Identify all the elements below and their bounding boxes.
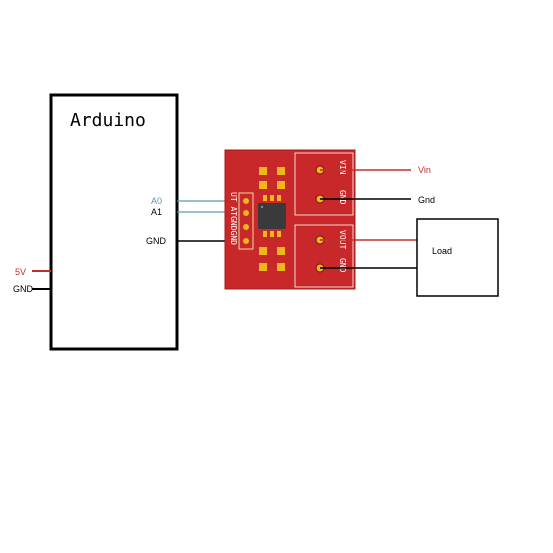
- smd-pad: [277, 167, 285, 175]
- supply-label-gnd: Gnd: [418, 195, 435, 205]
- vin-terminal-block: [294, 152, 354, 216]
- pin-label-5v: 5V: [15, 267, 26, 277]
- header-pin-labels: UT ATGNDGND: [229, 192, 238, 245]
- terminal-label-vin-gnd: GND: [338, 190, 347, 205]
- arduino-title: Arduino: [70, 110, 146, 131]
- header-pin-4: [243, 238, 249, 244]
- header-pin-2: [243, 210, 249, 216]
- smd-pad: [277, 263, 285, 271]
- smd-pad: [259, 167, 267, 175]
- smd-pad: [270, 195, 274, 201]
- module-pcb: [224, 149, 356, 290]
- arduino-board: [49, 93, 179, 351]
- load-label: Load: [432, 246, 452, 256]
- smd-pad: [263, 195, 267, 201]
- supply-label-vin: Vin: [418, 165, 431, 175]
- driver-module: UT ATGNDGND VIN GND VOUT GND: [224, 149, 356, 290]
- header-pin-1: [243, 198, 249, 204]
- header-pin-3: [243, 224, 249, 230]
- pin-label-a0: A0: [151, 196, 162, 206]
- smd-pad: [277, 231, 281, 237]
- smd-pad: [263, 231, 267, 237]
- smd-pad: [277, 181, 285, 189]
- pin-label-gnd-left: GND: [13, 284, 34, 294]
- pin-label-a1: A1: [151, 207, 162, 217]
- vout-terminal-block: [294, 224, 354, 288]
- terminal-label-vin: VIN: [338, 160, 347, 175]
- ic-chip: [258, 203, 286, 229]
- smd-pad: [259, 263, 267, 271]
- smd-pad: [277, 247, 285, 255]
- smd-pad: [270, 231, 274, 237]
- ic-pin1-dot: [260, 205, 264, 209]
- load-box: [416, 218, 499, 297]
- smd-pad: [259, 247, 267, 255]
- terminal-label-vout-gnd: GND: [338, 258, 347, 273]
- pin-header: [238, 192, 254, 250]
- smd-pad: [277, 195, 281, 201]
- smd-pad: [259, 181, 267, 189]
- pin-label-gnd: GND: [146, 236, 167, 246]
